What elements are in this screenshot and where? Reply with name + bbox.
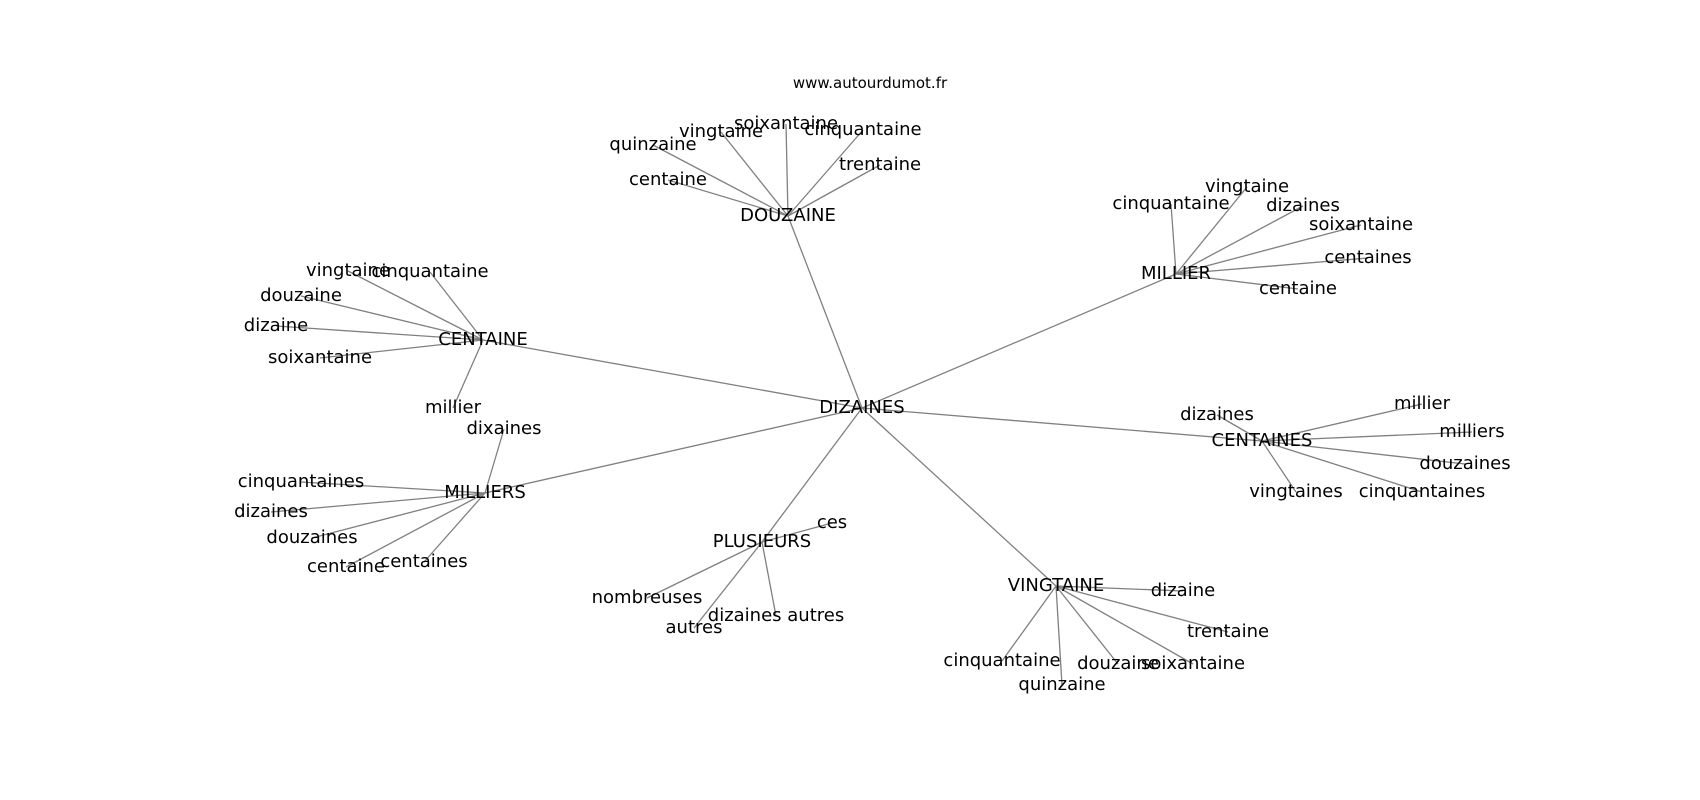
leaf-node: dixaines bbox=[467, 418, 542, 439]
edge-centaines-5 bbox=[1261, 440, 1423, 493]
edge-douzaine-3 bbox=[785, 123, 789, 217]
leaf-node: centaine bbox=[307, 556, 385, 577]
leaf-node: cinquantaine bbox=[943, 650, 1060, 671]
edge-center-douzaine bbox=[787, 215, 863, 409]
leaf-node: soixantaine bbox=[268, 347, 372, 368]
edge-plusieurs-1 bbox=[646, 541, 763, 599]
edge-vingtaine-0 bbox=[1055, 585, 1184, 592]
edge-douzaine-4 bbox=[787, 129, 864, 217]
edge-center-centaines bbox=[861, 407, 1263, 442]
leaf-node: centaine bbox=[1259, 278, 1337, 299]
leaf-node: centaines bbox=[380, 551, 467, 572]
edge-vingtaine-2 bbox=[1001, 585, 1057, 662]
edge-millier-5 bbox=[1175, 273, 1299, 290]
leaf-node: douzaine bbox=[1077, 653, 1159, 674]
leaf-node: millier bbox=[425, 397, 482, 418]
edge-milliers-0 bbox=[484, 428, 505, 494]
leaf-node: autres bbox=[666, 617, 723, 638]
leaf-node: dizaine bbox=[1151, 580, 1215, 601]
edge-vingtaine-1 bbox=[1055, 585, 1229, 633]
source-label: www.autourdumot.fr bbox=[793, 74, 948, 92]
edge-douzaine-1 bbox=[652, 144, 789, 217]
leaf-node: soixantaine bbox=[734, 113, 838, 134]
leaf-node: quinzaine bbox=[1018, 674, 1105, 695]
leaf-node: cinquantaines bbox=[1359, 481, 1486, 502]
edge-centaines-1 bbox=[1261, 403, 1423, 442]
leaf-node: douzaine bbox=[260, 285, 342, 306]
hub-node-milliers: MILLIERS bbox=[444, 482, 526, 503]
edge-centaine-0 bbox=[347, 270, 484, 341]
leaf-node: cinquantaines bbox=[238, 471, 365, 492]
leaf-node: vingtaine bbox=[1205, 176, 1289, 197]
edge-millier-0 bbox=[1170, 203, 1177, 275]
leaf-node: trentaine bbox=[839, 154, 921, 175]
edge-center-centaine bbox=[482, 339, 863, 409]
hub-node-douzaine: DOUZAINE bbox=[740, 205, 836, 226]
leaf-node: quinzaine bbox=[609, 134, 696, 155]
edge-centaines-3 bbox=[1261, 440, 1466, 465]
leaf-node: dizaines autres bbox=[708, 605, 844, 626]
edge-centaines-4 bbox=[1261, 440, 1297, 493]
center-node: DIZAINES bbox=[819, 397, 904, 418]
leaf-node: dizaines bbox=[1180, 404, 1254, 425]
leaf-node: centaine bbox=[629, 169, 707, 190]
edge-center-vingtaine bbox=[861, 407, 1057, 587]
leaf-node: cinquantaine bbox=[371, 261, 488, 282]
edge-centaines-2 bbox=[1261, 431, 1473, 442]
edge-centaine-4 bbox=[319, 339, 484, 359]
edge-centaines-0 bbox=[1216, 414, 1263, 442]
edge-vingtaine-4 bbox=[1055, 585, 1119, 665]
leaf-node: vingtaine bbox=[679, 121, 763, 142]
leaf-node: trentaine bbox=[1187, 621, 1269, 642]
nodes-layer: centainequinzainevingtainesoixantainecin… bbox=[234, 113, 1510, 695]
edge-center-milliers bbox=[484, 407, 863, 494]
leaf-node: ces bbox=[817, 512, 847, 533]
leaf-node: cinquantaine bbox=[804, 119, 921, 140]
edge-douzaine-5 bbox=[787, 164, 881, 217]
leaf-node: vingtaines bbox=[1249, 481, 1342, 502]
hub-node-vingtaine: VINGTAINE bbox=[1008, 575, 1104, 596]
edge-milliers-4 bbox=[345, 492, 486, 568]
leaf-node: vingtaine bbox=[306, 260, 390, 281]
hub-node-plusieurs: PLUSIEURS bbox=[713, 531, 811, 552]
leaf-node: millier bbox=[1394, 393, 1451, 414]
edge-milliers-3 bbox=[311, 492, 486, 539]
edge-vingtaine-3 bbox=[1055, 585, 1063, 686]
edge-centaine-3 bbox=[275, 325, 484, 341]
edge-millier-3 bbox=[1175, 224, 1362, 275]
leaf-node: nombreuses bbox=[592, 587, 703, 608]
leaf-node: dizaine bbox=[244, 315, 308, 336]
edge-plusieurs-0 bbox=[761, 522, 833, 543]
leaf-node: milliers bbox=[1439, 421, 1504, 442]
hub-node-centaines: CENTAINES bbox=[1212, 430, 1313, 451]
edge-millier-2 bbox=[1175, 205, 1304, 275]
edge-millier-4 bbox=[1175, 257, 1369, 275]
leaf-node: centaines bbox=[1324, 247, 1411, 268]
edge-plusieurs-3 bbox=[761, 541, 777, 617]
edge-milliers-2 bbox=[270, 492, 486, 513]
edge-center-millier bbox=[861, 273, 1177, 409]
edge-centaine-2 bbox=[300, 295, 484, 341]
edge-centaine-1 bbox=[429, 271, 484, 341]
edges-layer bbox=[270, 123, 1473, 686]
edge-centaine-5 bbox=[452, 339, 484, 409]
leaf-node: dizaines bbox=[1266, 195, 1340, 216]
edge-douzaine-2 bbox=[720, 131, 789, 217]
leaf-node: soixantaine bbox=[1309, 214, 1413, 235]
edge-milliers-1 bbox=[300, 481, 486, 494]
hub-node-centaine: CENTAINE bbox=[438, 329, 527, 350]
edge-center-plusieurs bbox=[761, 407, 863, 543]
leaf-node: cinquantaine bbox=[1112, 193, 1229, 214]
leaf-node: dizaines bbox=[234, 501, 308, 522]
hub-node-millier: MILLIER bbox=[1141, 263, 1211, 284]
edge-plusieurs-2 bbox=[693, 541, 763, 629]
edge-vingtaine-5 bbox=[1055, 585, 1194, 665]
edge-douzaine-0 bbox=[667, 179, 789, 217]
edge-milliers-5 bbox=[423, 492, 486, 563]
leaf-node: douzaines bbox=[1419, 453, 1510, 474]
leaf-node: douzaines bbox=[266, 527, 357, 548]
edge-millier-1 bbox=[1175, 186, 1248, 275]
leaf-node: soixantaine bbox=[1141, 653, 1245, 674]
